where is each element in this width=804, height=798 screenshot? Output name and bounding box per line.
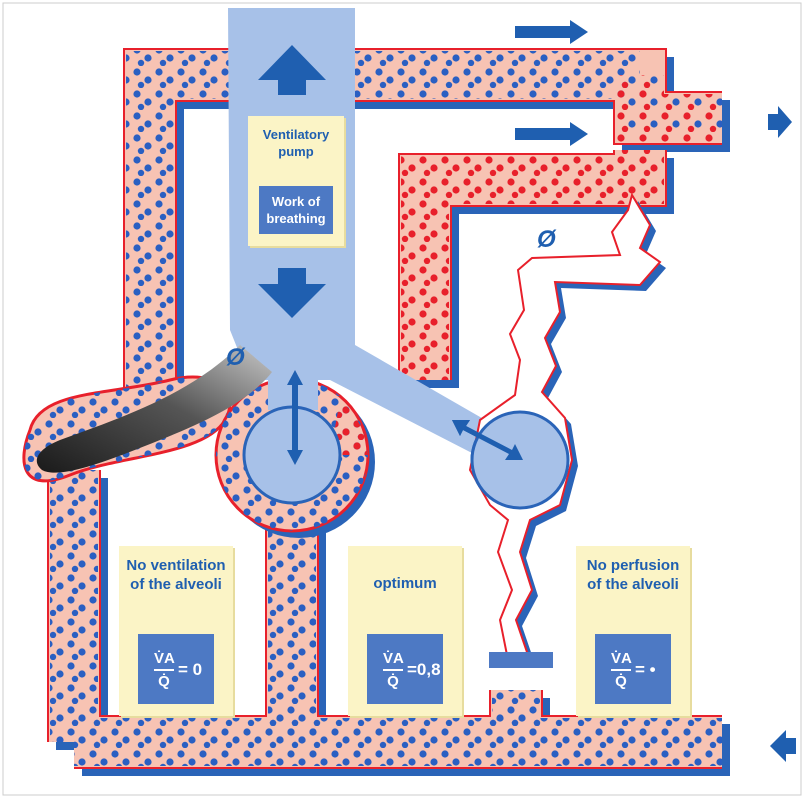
arrow-right-icon [515,122,588,146]
va-q-fraction: V̇A Q̇ [611,650,632,691]
ratio-denominator: Q̇ [158,673,170,690]
va-q-fraction: V̇A Q̇ [154,650,175,691]
pump-note: Ventilatory pump Work of breathing [248,116,344,246]
arrow-left-icon [770,730,796,762]
ratio-denominator: Q̇ [387,673,399,690]
compartment-title: No perfusion of the alveoli [586,557,680,593]
ratio-value: =0,8 [407,660,441,679]
compartment-dead-space: No perfusion of the alveoli V̇A Q̇ = • [576,546,690,716]
ratio-numerator: V̇A [611,650,632,671]
ratio-numerator: V̇A [383,650,404,671]
va-q-ratio-box: V̇A Q̇ =0,8 [367,634,443,704]
ratio-value: = 0 [178,660,203,679]
compartment-title: No ventilation of the alveoli [126,557,226,593]
compartment-shunt: No ventilation of the alveoli V̇A Q̇ = 0 [119,546,233,716]
ratio-value: = • [635,660,656,679]
arrow-right-icon [515,20,588,44]
no-perfusion-symbol: Ø [537,226,556,253]
work-of-breathing-label: Work of breathing [266,194,326,226]
ratio-numerator: V̇A [154,650,175,671]
va-q-ratio-box: V̇A Q̇ = 0 [138,634,214,704]
compartment-title: optimum [373,575,437,592]
compartment-optimum: optimum V̇A Q̇ =0,8 [348,546,462,716]
unperfused-capillary [452,192,666,668]
va-q-fraction: V̇A Q̇ [383,650,404,691]
work-of-breathing-box: Work of breathing [259,186,333,234]
blood-cells [50,51,722,766]
shunted-alveolus [36,345,272,473]
vessel-occlusion [489,652,553,668]
ratio-denominator: Q̇ [615,673,627,690]
pump-title: Ventilatory pump [262,127,330,159]
no-ventilation-symbol: Ø [226,344,245,371]
flow-arrows [515,20,796,762]
va-q-ratio-box: V̇A Q̇ = • [595,634,671,704]
arrow-right-icon [768,106,792,138]
